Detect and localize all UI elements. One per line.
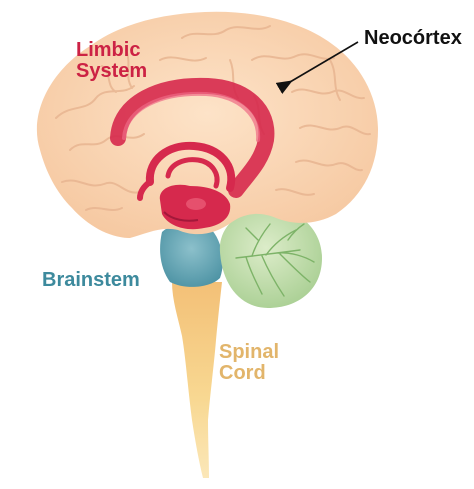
neocortex-label: Neocórtex bbox=[364, 27, 462, 49]
cerebrum-shape bbox=[36, 11, 378, 239]
cerebellum-shape bbox=[219, 208, 322, 308]
neocortex-arrow bbox=[275, 41, 359, 95]
cingulate-arc bbox=[110, 77, 275, 198]
limbic-label-line1: Limbic bbox=[76, 39, 141, 61]
limbic-system-label: Limbic System bbox=[76, 40, 147, 82]
spinal-label-line2: Cord bbox=[219, 362, 266, 384]
fornix-loop bbox=[145, 141, 236, 192]
cortex-folds bbox=[55, 25, 371, 211]
spinal-cord-label: Spinal Cord bbox=[219, 342, 279, 384]
brainstem-shape bbox=[160, 223, 223, 287]
cerebellum-veins bbox=[235, 223, 315, 297]
limbic-label-line2: System bbox=[76, 60, 148, 82]
spinal-cord-shape bbox=[172, 282, 222, 478]
limbic-system bbox=[110, 77, 275, 230]
spinal-label-line1: Spinal bbox=[219, 341, 280, 363]
brainstem-label: Brainstem bbox=[42, 269, 140, 291]
